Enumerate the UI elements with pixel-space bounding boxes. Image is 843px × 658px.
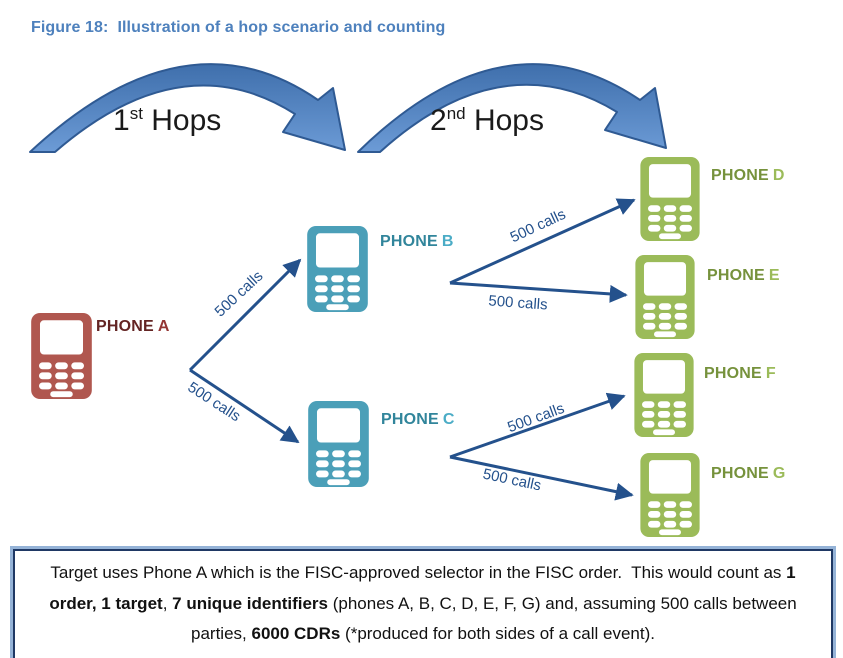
hop-2-number: 2 (430, 104, 447, 137)
edge-c-f (449, 392, 626, 459)
phone-g-icon (638, 452, 702, 538)
hop-1-number: 1 (113, 104, 130, 137)
caption-text: Target uses Phone A which is the FISC-ap… (13, 549, 833, 658)
edge-c-g (449, 455, 634, 501)
figure-number: Figure 18: (31, 19, 109, 36)
caption-box: Target uses Phone A which is the FISC-ap… (10, 546, 836, 658)
hop-label-2: 2nd Hops (430, 104, 544, 138)
hop-1-ordinal: st (129, 104, 143, 123)
edge-a-c (189, 368, 300, 444)
figure-title: Figure 18: Illustration of a hop scenario… (31, 19, 445, 37)
hop-1-word: Hops (151, 104, 222, 137)
edge-a-b (188, 258, 302, 372)
figure-title-text: Illustration of a hop scenario and count… (117, 19, 446, 36)
second-hops-arrow (357, 63, 667, 153)
edge-b-e (449, 281, 628, 303)
phone-d-icon (638, 156, 702, 242)
hop-label-1: 1st Hops (113, 104, 221, 138)
phone-b-icon (305, 225, 370, 313)
phone-a-icon (30, 312, 93, 400)
phone-e-icon (633, 254, 697, 340)
hop-2-word: Hops (473, 104, 544, 137)
hop-2-ordinal: nd (446, 104, 466, 123)
phone-c-icon (306, 400, 371, 488)
first-hops-arrow (29, 63, 346, 153)
phone-f-icon (632, 352, 696, 438)
edge-b-d (449, 198, 636, 285)
